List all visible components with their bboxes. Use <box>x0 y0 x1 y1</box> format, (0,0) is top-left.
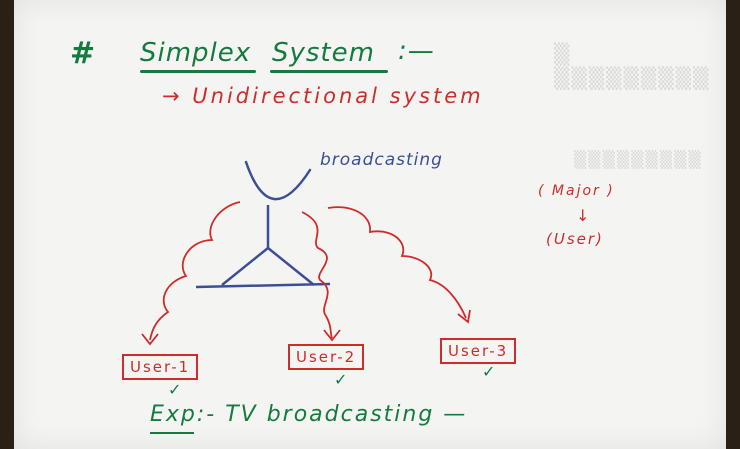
signal-wave-user-3 <box>327 206 467 319</box>
signal-wave-user-2 <box>301 211 333 339</box>
heading-hash: # <box>70 36 96 71</box>
ghost-text-bleed: ▒▒▒▒▒▒▒▒▒ <box>574 150 703 169</box>
heading-suffix: :— <box>398 36 435 66</box>
check-icon: ✓ <box>482 362 496 381</box>
down-arrow-icon: ↓ <box>576 206 590 225</box>
dish-antenna-icon <box>244 160 312 201</box>
arrow-head-user-2 <box>323 329 341 342</box>
heading-word-simplex: Simplex <box>140 38 252 68</box>
check-icon: ✓ <box>334 370 348 389</box>
arrow-head-user-1 <box>141 333 159 346</box>
tower-base <box>195 282 331 289</box>
user-box-2: User-2 <box>288 344 365 370</box>
check-icon: ✓ <box>168 380 182 399</box>
arrow-head-user-3 <box>457 309 471 324</box>
signal-wave-user-1 <box>149 201 241 341</box>
user-box-1: User-1 <box>122 354 199 380</box>
heading-underline-2 <box>270 70 388 73</box>
broadcasting-label: broadcasting <box>320 150 443 170</box>
subtitle-unidirectional: → Unidirectional system <box>162 84 484 108</box>
user-box-3: User-3 <box>440 338 517 364</box>
ghost-text-bleed: ▒ ▒▒▒▒▒▒▒▒▒ <box>554 42 711 90</box>
heading-word-system: System <box>272 38 375 68</box>
major-label: ( Major ) <box>538 183 615 199</box>
example-underline <box>150 432 194 434</box>
example-text: Exp:- TV broadcasting — <box>150 402 468 427</box>
major-user-label: (User) <box>546 230 604 248</box>
tower-arm-left <box>221 247 269 286</box>
tower-arm-right <box>267 247 315 286</box>
heading-underline-1 <box>140 70 256 73</box>
